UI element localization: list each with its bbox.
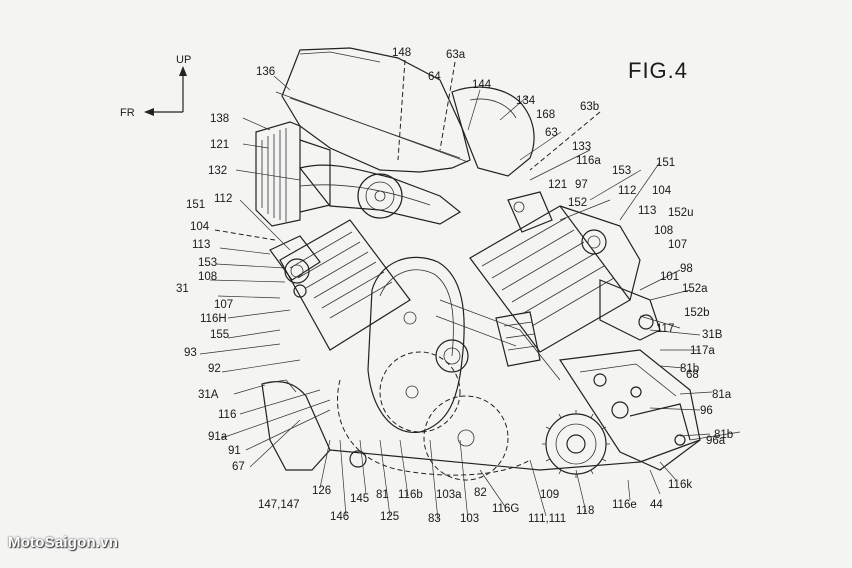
ref-label: 152a (682, 283, 708, 295)
ref-label: 68 (686, 369, 699, 381)
ref-label: 91 (228, 445, 241, 457)
ref-label: 117 (656, 323, 674, 335)
ref-label: 64 (428, 71, 441, 83)
ref-label: 31 (176, 283, 189, 295)
ref-label: 152u (668, 207, 694, 219)
ref-label: 104 (190, 221, 210, 233)
ref-label: 113 (192, 239, 210, 251)
ref-label: 138 (210, 113, 229, 125)
ref-label: 134 (516, 95, 536, 107)
ref-label: 146 (330, 511, 349, 523)
ref-label: 83 (428, 513, 441, 525)
ref-label: 116H (200, 313, 227, 325)
up-label: UP (176, 54, 191, 66)
ref-label: 44 (650, 499, 663, 511)
ref-label: 103 (460, 513, 479, 525)
ref-label: 112 (214, 193, 232, 205)
reference-labels: 148 63a 64 144 136 134 168 63b 138 63 12… (176, 47, 733, 525)
ref-label: 67 (232, 461, 245, 473)
ref-label: 108 (654, 225, 673, 237)
ref-label: 81b (714, 429, 733, 441)
ref-label: 147,147 (258, 499, 300, 511)
leader-lines (199, 59, 741, 521)
ref-label: 132 (208, 165, 227, 177)
ref-label: 117a (690, 345, 715, 357)
ref-label: 145 (350, 493, 369, 505)
ref-label: 109 (540, 489, 559, 501)
ref-label: 63a (446, 49, 466, 61)
ref-label: 97 (575, 179, 588, 191)
ref-label: 31A (198, 389, 219, 401)
fr-label: FR (120, 107, 135, 119)
ref-label: 133 (572, 141, 591, 153)
ref-label: 116b (398, 489, 423, 501)
ref-label: 151 (656, 157, 675, 169)
ref-label: 82 (474, 487, 487, 499)
ref-label: 91a (208, 431, 228, 443)
ref-label: 148 (392, 47, 411, 59)
ref-label: 63 (545, 127, 558, 139)
watermark: MotoSaigon.vn (8, 534, 119, 551)
ref-label: 144 (472, 79, 492, 91)
ref-label: 92 (208, 363, 221, 375)
ref-label: 152 (568, 197, 587, 209)
ref-label: 116 (218, 409, 236, 421)
ref-label: 116e (612, 499, 637, 511)
ref-label: 168 (536, 109, 555, 121)
ref-label: 152b (684, 307, 710, 319)
ref-label: 31B (702, 329, 723, 341)
ref-label: 81a (712, 389, 732, 401)
ref-label: 116k (668, 479, 692, 491)
orientation-indicator: UP FR (120, 54, 191, 119)
ref-label: 107 (214, 299, 233, 311)
engine-drawing (255, 47, 701, 481)
ref-label: 112 (618, 185, 636, 197)
ref-label: 153 (612, 165, 631, 177)
ref-label: 155 (210, 329, 229, 341)
ref-label: 104 (652, 185, 672, 197)
ref-label: 136 (256, 66, 275, 78)
ref-label: 121 (548, 179, 567, 191)
ref-label: 81b (680, 363, 699, 375)
ref-label: 116a (576, 155, 601, 167)
ref-label: 98 (680, 263, 693, 275)
ref-label: 107 (668, 239, 687, 251)
ref-label: 116G (492, 503, 519, 515)
ref-label: 101 (660, 271, 679, 283)
ref-label: 126 (312, 485, 331, 497)
ref-label: 111,111 (528, 513, 566, 525)
ref-label: 96 (700, 405, 713, 417)
ref-label: 63b (580, 101, 599, 113)
ref-label: 96a (706, 435, 726, 447)
ref-label: 118 (576, 505, 594, 517)
ref-label: 153 (198, 257, 217, 269)
ref-label: 93 (184, 347, 197, 359)
ref-label: 113 (638, 205, 656, 217)
ref-label: 103a (436, 489, 462, 501)
ref-label: 151 (186, 199, 205, 211)
ref-label: 108 (198, 271, 217, 283)
figure-label: FIG.4 (628, 58, 688, 83)
ref-label: 81 (376, 489, 389, 501)
ref-label: 121 (210, 139, 229, 151)
ref-label: 125 (380, 511, 399, 523)
